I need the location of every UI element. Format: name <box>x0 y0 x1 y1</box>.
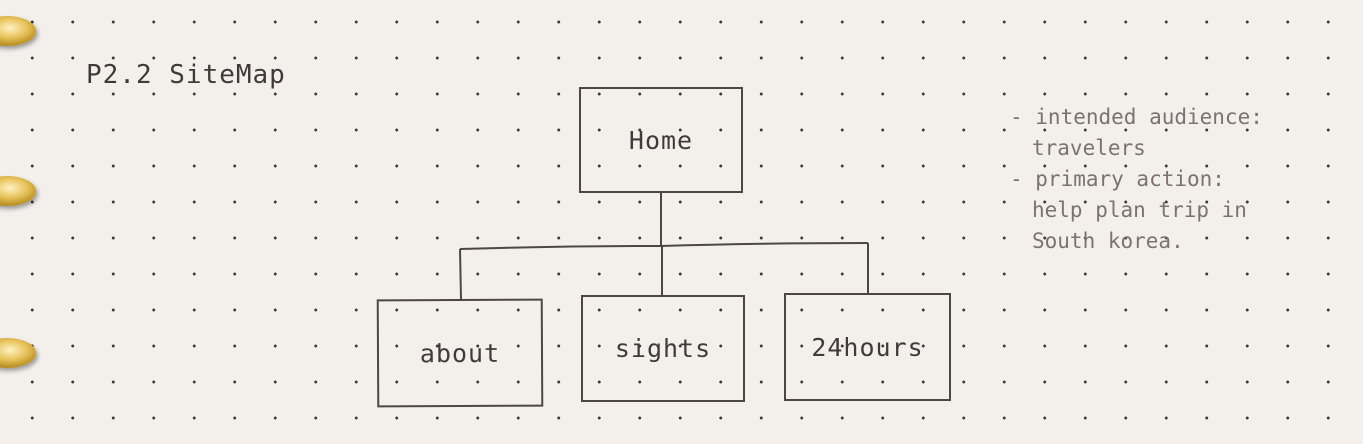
sitemap-node-label: sights <box>614 334 712 363</box>
note-line: South korea. <box>1032 229 1184 253</box>
side-notes: - intended audience: travelers - primary… <box>1010 102 1263 257</box>
page-title: P2.2 SiteMap <box>86 60 286 90</box>
note-line: - intended audience: <box>1010 105 1263 129</box>
sitemap-node-24hours: 24hours <box>784 293 951 401</box>
note-line: travelers <box>1032 136 1146 160</box>
sitemap-node-sights: sights <box>581 295 745 402</box>
note-line: help plan trip in <box>1032 198 1247 222</box>
connector-crossbar <box>459 242 869 250</box>
sitemap-node-home: Home <box>579 87 743 193</box>
note-line: - primary action: <box>1010 167 1225 191</box>
sitemap-node-label: about <box>419 338 501 368</box>
sitemap-node-label: Home <box>628 125 694 155</box>
connector-about <box>459 248 462 300</box>
sitemap-node-label: 24hours <box>811 332 924 362</box>
sitemap-node-about: about <box>376 298 544 408</box>
